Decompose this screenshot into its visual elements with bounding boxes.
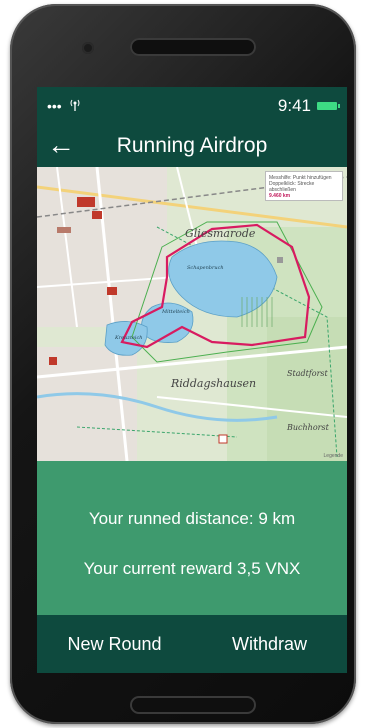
antenna-icon: [68, 98, 82, 115]
battery-icon: [317, 102, 340, 110]
withdraw-button[interactable]: Withdraw: [231, 633, 307, 654]
status-bar: ••• 9:41: [37, 87, 347, 125]
map-label-buchhorst: Buchhorst: [287, 423, 329, 432]
bottom-nav: New Round Withdraw: [37, 615, 347, 673]
status-right: 9:41: [277, 96, 340, 116]
phone-frame: ••• 9:41 ← Running Airdrop: [10, 4, 356, 724]
map-label-schapenbruch: Schapenbruch: [187, 265, 224, 271]
home-bar: [130, 696, 256, 714]
back-arrow-icon[interactable]: ←: [47, 129, 75, 160]
map-view[interactable]: Gliesmarode Riddagshausen Stadtforst Buc…: [37, 167, 347, 461]
map-label-riddagshausen: Riddagshausen: [171, 377, 257, 390]
reward-text: Your current reward 3,5 VNX: [83, 559, 301, 578]
status-left: •••: [47, 98, 82, 115]
map-label-kreuzteich: Kreuzteich: [115, 335, 143, 341]
more-dots-icon: •••: [47, 98, 62, 114]
status-time: 9:41: [277, 96, 311, 115]
map-footer-legend[interactable]: Legende: [323, 453, 343, 459]
map-label-stadtforst: Stadtforst: [287, 369, 328, 378]
measure-tooltip: Messhilfe: Punkt hinzufügen Doppelklick:…: [265, 171, 343, 201]
page-title: Running Airdrop: [116, 134, 268, 157]
map-label-gliesmarode: Gliesmarode: [185, 227, 256, 240]
front-camera: [82, 42, 94, 54]
screen: ••• 9:41 ← Running Airdrop: [37, 87, 347, 673]
app-bar: ← Running Airdrop: [37, 125, 347, 167]
distance-text: Your runned distance: 9 km: [88, 509, 296, 528]
running-route: [120, 223, 311, 349]
earpiece-speaker: [130, 38, 256, 56]
new-round-button[interactable]: New Round: [67, 633, 162, 654]
measure-tooltip-value: 9.460 km: [269, 193, 291, 199]
info-panel: Your runned distance: 9 km Your current …: [37, 461, 347, 615]
measure-tooltip-line2: Doppelklick: Strecke abschließen: [269, 181, 315, 193]
measure-tooltip-line1: Messhilfe: Punkt hinzufügen: [269, 175, 332, 181]
map-label-mittelteich: Mittelteich: [162, 309, 190, 315]
map-graphic: [37, 167, 347, 461]
